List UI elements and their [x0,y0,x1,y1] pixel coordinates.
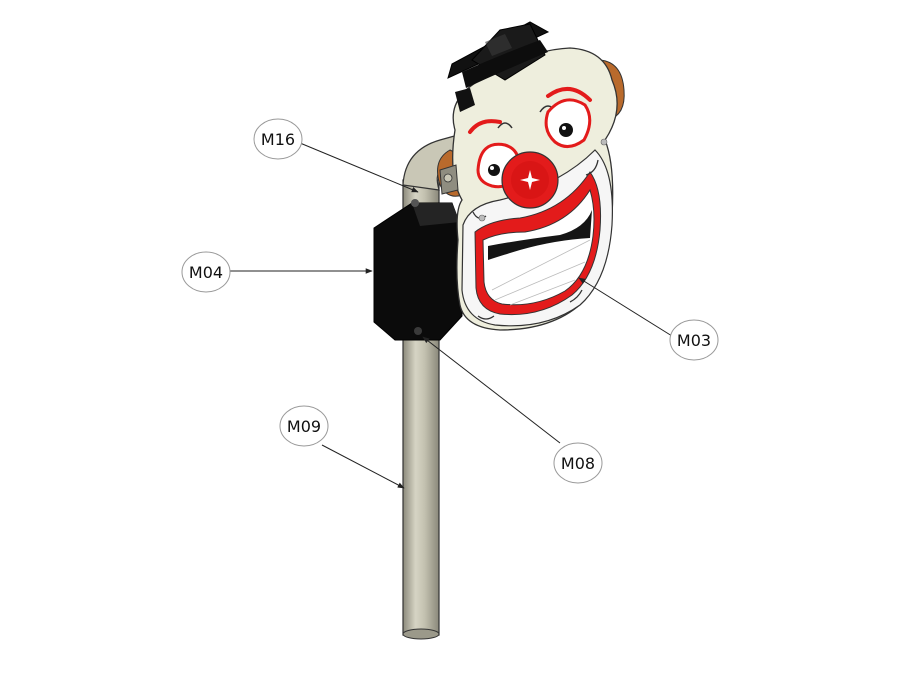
clown-nose [501,151,559,209]
callout-m09-label: M09 [287,417,321,436]
callout-m04-label: M04 [189,263,223,282]
mounting-bracket [373,199,463,341]
callout-m03-label: M03 [677,331,711,350]
callout-m08: M08 [553,442,603,484]
leader-line-m09 [321,444,405,489]
leader-line-m16 [299,142,419,193]
callout-m04: M04 [181,251,231,293]
top-hat [447,21,550,112]
callout-m03: M03 [669,319,719,361]
eye-right [544,98,592,148]
leader-line-m08 [422,336,561,444]
leader-line-m03 [578,277,673,337]
clown-face-panel [437,21,625,331]
callout-m08-label: M08 [561,454,595,473]
callout-m09: M09 [279,405,329,447]
callout-m16: M16 [253,118,303,160]
callout-m16-label: M16 [261,130,295,149]
leader-lines [228,142,673,489]
